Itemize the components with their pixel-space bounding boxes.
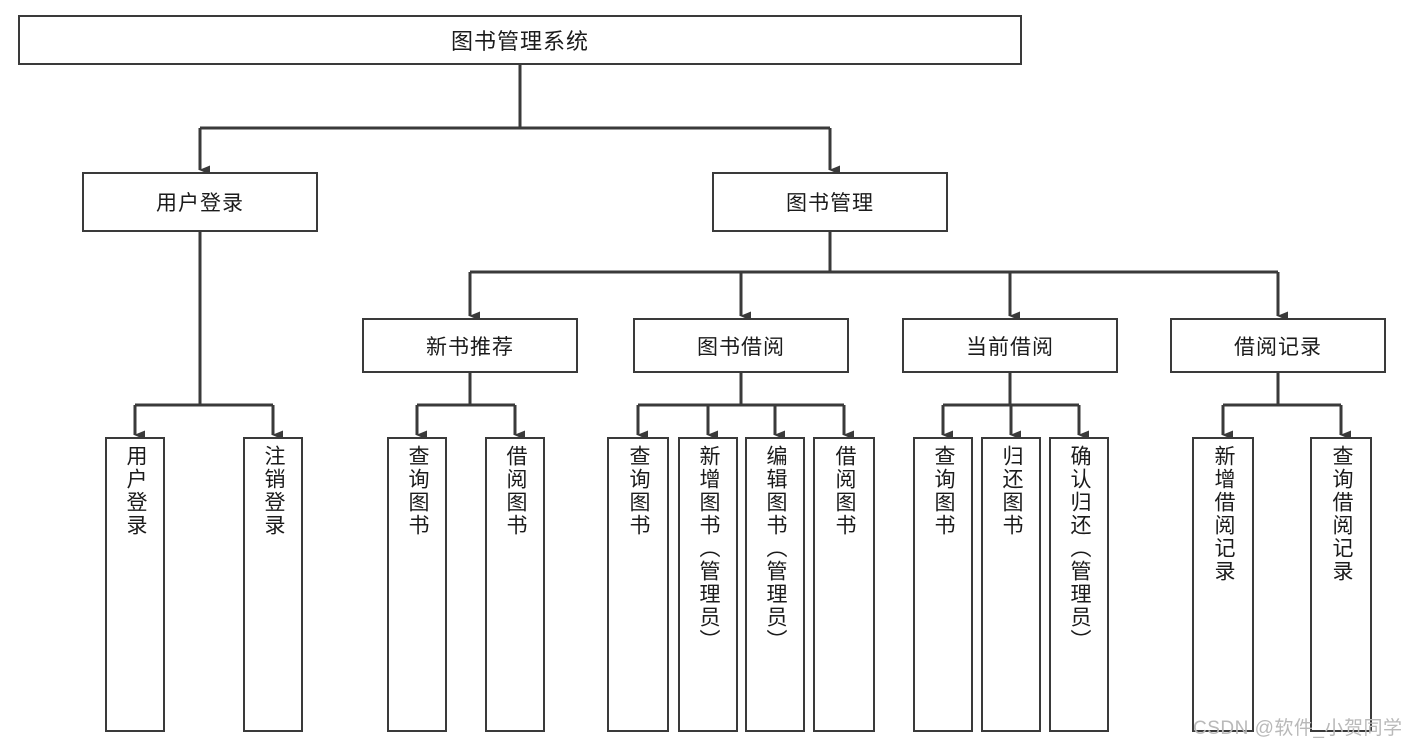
node-label: 新书推荐	[426, 335, 514, 359]
watermark-text: CSDN @软件_小贺同学	[1193, 718, 1403, 739]
node-leaf-7[interactable]: 借阅图书	[813, 437, 875, 732]
node-label: 确认归还（管理员）	[1068, 445, 1092, 652]
node-label: 查询图书	[627, 445, 651, 537]
node-label: 用户登录	[124, 445, 148, 537]
node-leaf-8[interactable]: 查询图书	[913, 437, 973, 732]
node-label: 图书管理系统	[450, 29, 589, 54]
node-level2-1[interactable]: 图书借阅	[633, 318, 849, 373]
node-level2-2[interactable]: 当前借阅	[902, 318, 1118, 373]
node-label: 用户登录	[156, 192, 244, 215]
node-label: 图书管理	[786, 192, 874, 215]
node-label: 查询图书	[932, 445, 956, 537]
node-level2-3[interactable]: 借阅记录	[1170, 318, 1386, 373]
node-leaf-12[interactable]: 查询借阅记录	[1310, 437, 1372, 732]
node-label: 借阅图书	[833, 445, 857, 537]
node-leaf-4[interactable]: 查询图书	[607, 437, 669, 732]
node-root[interactable]: 图书管理系统	[18, 15, 1022, 65]
node-label: 归还图书	[1000, 445, 1024, 537]
node-label: 新增借阅记录	[1212, 445, 1236, 583]
node-leaf-0[interactable]: 用户登录	[105, 437, 165, 732]
node-level1-1[interactable]: 图书管理	[712, 172, 948, 232]
node-label: 图书借阅	[697, 335, 785, 359]
node-label: 编辑图书（管理员）	[764, 445, 788, 652]
node-level1-0[interactable]: 用户登录	[82, 172, 318, 232]
node-leaf-5[interactable]: 新增图书（管理员）	[678, 437, 738, 732]
node-label: 新增图书（管理员）	[697, 445, 721, 652]
node-label: 查询图书	[406, 445, 430, 537]
node-label: 借阅记录	[1234, 335, 1322, 359]
node-label: 借阅图书	[504, 445, 528, 537]
node-leaf-3[interactable]: 借阅图书	[485, 437, 545, 732]
node-leaf-1[interactable]: 注销登录	[243, 437, 303, 732]
node-leaf-10[interactable]: 确认归还（管理员）	[1049, 437, 1109, 732]
node-level2-0[interactable]: 新书推荐	[362, 318, 578, 373]
node-label: 查询借阅记录	[1330, 445, 1354, 583]
node-leaf-9[interactable]: 归还图书	[981, 437, 1041, 732]
node-label: 当前借阅	[966, 335, 1054, 359]
node-label: 注销登录	[262, 445, 286, 537]
node-leaf-2[interactable]: 查询图书	[387, 437, 447, 732]
node-leaf-6[interactable]: 编辑图书（管理员）	[745, 437, 805, 732]
node-leaf-11[interactable]: 新增借阅记录	[1192, 437, 1254, 732]
